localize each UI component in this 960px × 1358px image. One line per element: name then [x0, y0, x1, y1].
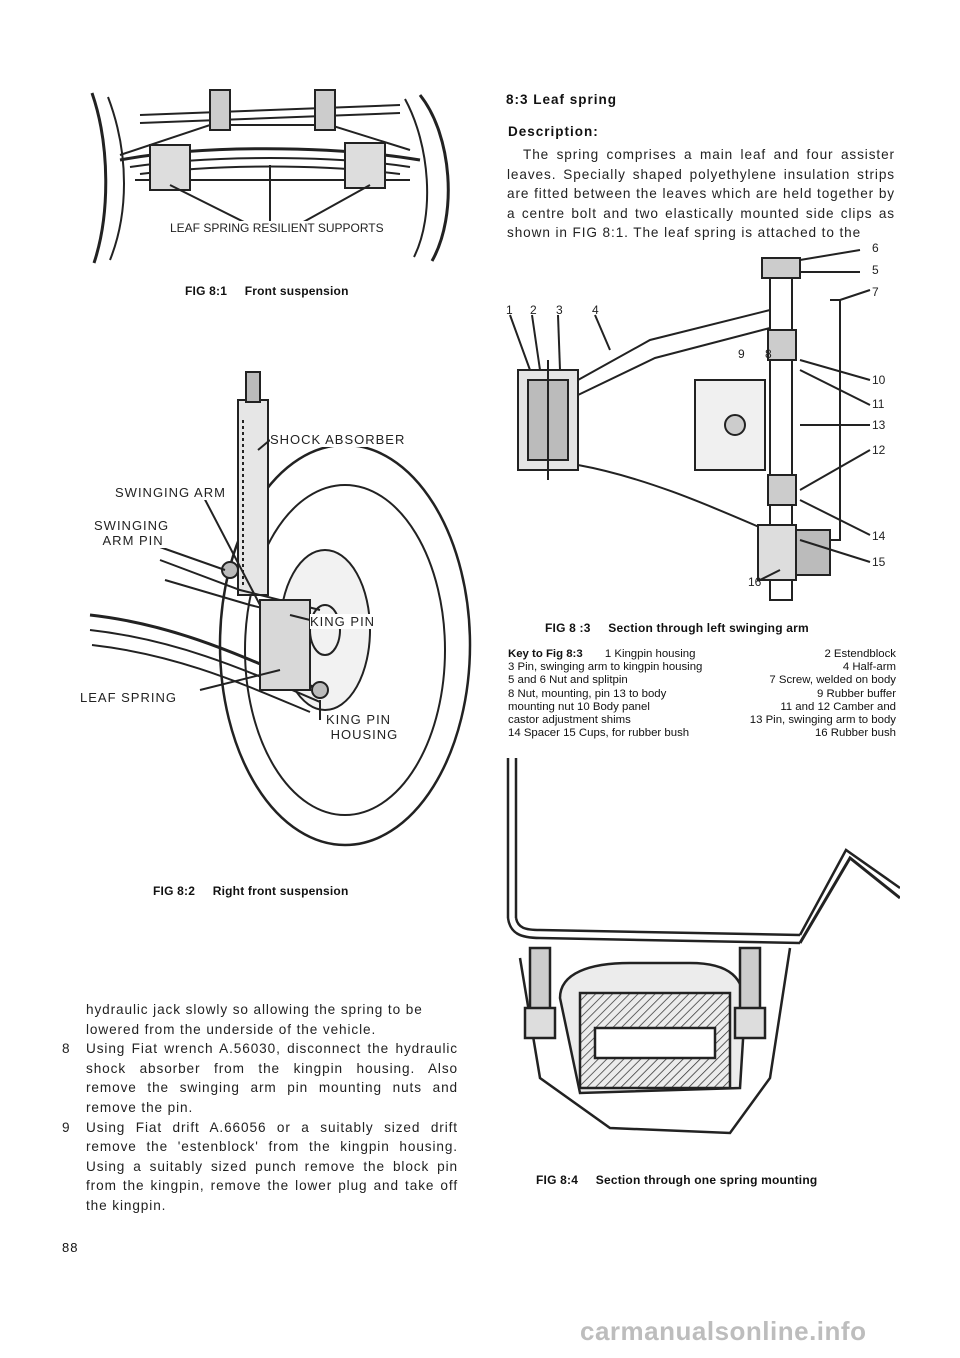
section-description: The spring comprises a main leaf and fou… — [507, 147, 895, 241]
fig-8-1-front-suspension-drawing: LEAF SPRING RESILIENT SUPPORTS — [80, 85, 460, 265]
fig-8-4-spring-mounting-section-drawing — [500, 758, 900, 1148]
key-row-0-left: 1 Kingpin housing — [604, 648, 696, 660]
key-row: 14 Spacer 15 Cups, for rubber bush 16 Rub… — [508, 727, 896, 740]
fig2-label-swinging-arm-pin: SWINGING ARM PIN — [94, 518, 170, 548]
key-row: castor adjustment shims 13 Pin, swinging … — [508, 714, 896, 727]
fig3-callout-2: 2 — [530, 303, 537, 317]
key-row-5-right: 13 Pin, swinging arm to body — [749, 714, 896, 727]
section-heading: 8:3 Leaf spring — [506, 92, 618, 107]
page-number: 88 — [62, 1240, 79, 1255]
fig3-callout-16: 16 — [748, 575, 762, 589]
fig3-callout-4: 4 — [592, 303, 599, 317]
fig3-callout-12: 12 — [872, 443, 886, 457]
step-9-text: Using Fiat drift A.66056 or a suitably s… — [86, 1119, 458, 1213]
fig2-label-swinging-arm: SWINGING ARM — [115, 485, 226, 500]
fig-8-2-right-front-suspension-drawing: SHOCK ABSORBER SWINGING ARM SWINGING ARM… — [80, 360, 480, 860]
fig4-caption: FIG 8:4 Section through one spring mount… — [536, 1173, 818, 1187]
fig-8-3-swinging-arm-section-drawing: 1 2 3 4 5 6 7 8 9 10 11 12 13 14 15 16 — [500, 240, 900, 610]
fig3-callout-8: 8 — [765, 347, 772, 361]
key-row: 3 Pin, swinging arm to kingpin housing 4 … — [508, 661, 896, 674]
fig3-callout-7: 7 — [872, 285, 879, 299]
fig2-label-shock-absorber: SHOCK ABSORBER — [270, 432, 406, 447]
key-row: Key to Fig 8:3 1 Kingpin housing 2 Esten… — [508, 648, 896, 661]
fig2-caption: FIG 8:2 Right front suspension — [153, 884, 349, 898]
fig3-callout-5: 5 — [872, 263, 879, 277]
fig3-callout-11: 11 — [872, 397, 885, 411]
fig3-callout-9: 9 — [738, 347, 745, 361]
key-row-5-left: castor adjustment shims — [508, 714, 631, 727]
key-row-0-right: 2 Estendblock — [824, 648, 896, 660]
key-row: mounting nut 10 Body panel 11 and 12 Camb… — [508, 701, 896, 714]
step-8-number: 8 — [62, 1041, 71, 1057]
key-title: Key to Fig 8:3 — [508, 648, 583, 660]
key-row: 8 Nut, mounting, pin 13 to body 9 Rubber … — [508, 688, 896, 701]
key-row-3-right: 9 Rubber buffer — [817, 687, 896, 700]
key-row-6-left: 14 Spacer 15 Cups, for rubber bush — [508, 727, 690, 740]
procedure-text: hydraulic jack slowly so allowing the sp… — [62, 1000, 458, 1216]
fig3-key: Key to Fig 8:3 1 Kingpin housing 2 Esten… — [508, 648, 896, 740]
step-8-text: Using Fiat wrench A.56030, disconnect th… — [86, 1041, 458, 1115]
watermark: carmanualsonline.info — [580, 1316, 867, 1346]
continuation-paragraph: hydraulic jack slowly so allowing the sp… — [62, 1000, 458, 1039]
fig3-caption: FIG 8 :3 Section through left swinging a… — [545, 621, 809, 635]
fig2-label-king-pin: KING PIN — [310, 614, 376, 629]
fig3-callout-3: 3 — [556, 303, 563, 317]
fig3-callout-6: 6 — [872, 241, 879, 255]
step-9-number: 9 — [62, 1119, 71, 1135]
fig3-callout-14: 14 — [872, 529, 886, 543]
fig2-label-leaf-spring: LEAF SPRING — [80, 690, 177, 705]
fig1-caption: FIG 8:1 Front suspension — [185, 284, 349, 298]
fig2-label-king-pin-housing: KING PIN HOUSING — [326, 712, 399, 742]
fig3-callout-13: 13 — [872, 418, 886, 432]
fig3-callout-10: 10 — [872, 373, 886, 387]
key-row-1-left: 3 Pin, swinging arm to kingpin housing — [508, 661, 703, 674]
key-row-4-left: mounting nut 10 Body panel — [508, 700, 650, 713]
key-row-6-right: 16 Rubber bush — [814, 727, 896, 740]
fig3-callout-15: 15 — [872, 555, 886, 569]
continuation-text: hydraulic jack slowly so allowing the sp… — [86, 1002, 423, 1037]
key-row-3-left: 8 Nut, mounting, pin 13 to body — [508, 687, 667, 700]
key-row-4-right: 11 and 12 Camber and — [780, 700, 896, 713]
key-row-2-right: 7 Screw, welded on body — [769, 674, 896, 687]
fig1-label-leaf-spring-resilient-supports: LEAF SPRING RESILIENT SUPPORTS — [170, 221, 384, 236]
step-8: 8 Using Fiat wrench A.56030, disconnect … — [62, 1039, 458, 1117]
key-row: 5 and 6 Nut and splitpin 7 Screw, welded … — [508, 674, 896, 687]
step-9: 9 Using Fiat drift A.66056 or a suitably… — [62, 1118, 458, 1216]
key-row-1-right: 4 Half-arm — [842, 661, 896, 674]
key-row-2-left: 5 and 6 Nut and splitpin — [508, 674, 628, 687]
section-subheading: Description: — [508, 124, 599, 139]
fig3-callout-1: 1 — [506, 303, 513, 317]
